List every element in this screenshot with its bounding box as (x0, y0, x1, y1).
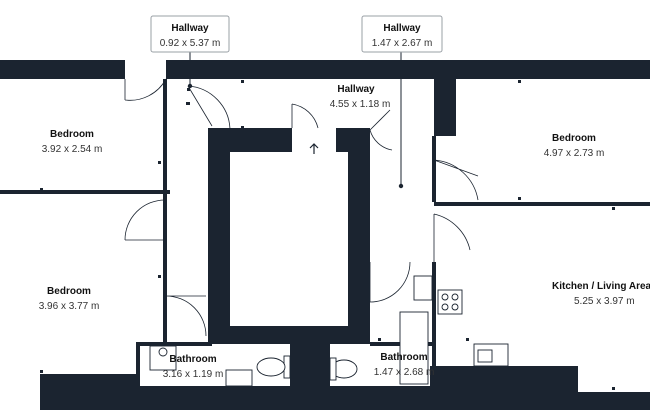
fixtures (149, 275, 509, 387)
sensor-mark-4 (241, 126, 244, 129)
bath1-tray (225, 369, 253, 387)
room-dims: 1.47 x 2.68 m (374, 367, 435, 378)
annotations (40, 80, 615, 390)
sensor-mark-1 (187, 88, 190, 91)
sensor-mark-6 (518, 197, 521, 200)
door-hall-b (369, 109, 393, 151)
room-dims: 3.92 x 2.54 m (42, 144, 103, 155)
room-label-bathroom-1: Bathroom 3.16 x 1.19 m (163, 354, 224, 380)
room-name: Hallway (337, 84, 375, 95)
door-kitchen (433, 213, 471, 262)
door-bedroom3 (124, 199, 166, 241)
kitchen-hob-ring-4 (451, 303, 459, 311)
room-label-bathroom-2: Bathroom 1.47 x 2.68 m (374, 352, 435, 378)
callout-hallway-b: Hallway 1.47 x 2.67 m (361, 15, 443, 189)
room-name: Hallway (171, 23, 209, 34)
room-name: Bathroom (169, 354, 216, 365)
bath1-sink-bowl (158, 347, 168, 357)
sensor-mark-8 (612, 387, 615, 390)
partition-bath1-top (140, 342, 212, 346)
partition-bed2-kitchen (434, 202, 650, 206)
sensor-mark-3 (241, 80, 244, 83)
room-label-bedroom-3: Bedroom 3.96 x 3.77 m (39, 286, 100, 312)
room-dims: 0.92 x 5.37 m (160, 38, 221, 49)
room-name: Bedroom (552, 133, 596, 144)
partition-kitchen-hall (432, 262, 436, 366)
wall-top-left (0, 60, 125, 79)
sensor-mark-9 (40, 370, 43, 373)
wall-right-hall-post (434, 79, 456, 136)
door-bath1 (165, 295, 207, 337)
wall-top-mid (166, 60, 434, 79)
room-label-bedroom-1: Bedroom 3.92 x 2.54 m (42, 129, 103, 155)
partition-bed2-hall (432, 136, 436, 202)
room-name: Hallway (383, 23, 421, 34)
room-dims: 4.97 x 2.73 m (544, 148, 605, 159)
sensor-mark-13 (378, 338, 381, 341)
doors (124, 78, 479, 337)
room-dims: 3.96 x 3.77 m (39, 301, 100, 312)
door-bedroom2 (433, 159, 479, 201)
core-top-left (208, 128, 292, 152)
wall-bottom-kitchen-left (430, 366, 578, 410)
callout-box-b (361, 15, 443, 53)
room-name: Bedroom (50, 129, 94, 140)
room-dims: 1.47 x 2.67 m (372, 38, 433, 49)
core-bottom (208, 326, 370, 344)
bath2-shower (399, 311, 429, 385)
sensor-mark-5 (518, 80, 521, 83)
core-left (208, 152, 230, 344)
partition-bed1-bed3 (0, 190, 170, 194)
room-name: Bedroom (47, 286, 91, 297)
core-right (348, 152, 370, 344)
door-core (291, 103, 319, 129)
room-dims: 5.25 x 3.97 m (574, 296, 635, 307)
door-hall-top (187, 85, 231, 131)
sensor-mark-11 (158, 161, 161, 164)
kitchen-sink-bowl (477, 349, 493, 363)
bath2-cistern (329, 357, 337, 381)
wall-bottom-kitchen-right (578, 392, 650, 410)
room-label-kitchen: Kitchen / Living Area 5.25 x 3.97 m (552, 281, 650, 307)
sensor-mark-14 (466, 338, 469, 341)
sensor-mark-12 (158, 275, 161, 278)
wall-bottom-left (40, 374, 140, 410)
callout-hallway-a: Hallway 0.92 x 5.37 m (150, 15, 230, 89)
sensor-mark-10 (40, 188, 43, 191)
entry-arrow (309, 143, 319, 154)
wall-bottom-bath1 (140, 386, 290, 410)
room-name: Bathroom (380, 352, 427, 363)
partition-bath1-left (136, 342, 140, 386)
room-name: Kitchen / Living Area (552, 281, 650, 292)
callout-dot-a (187, 83, 193, 89)
kitchen-hob-ring-2 (451, 293, 459, 301)
partition-bed3-hall (163, 194, 167, 342)
sensor-mark-7 (612, 207, 615, 210)
bath1-toilet (256, 357, 286, 377)
bath2-washer (413, 275, 433, 301)
walls (0, 60, 650, 410)
room-dims: 3.16 x 1.19 m (163, 369, 224, 380)
kitchen-hob-ring-3 (441, 303, 449, 311)
partition-bed1-hall (163, 79, 167, 192)
room-label-hallway-c: Hallway 4.55 x 1.18 m (330, 84, 391, 110)
callout-box-a (150, 15, 230, 53)
room-label-bedroom-2: Bedroom 4.97 x 2.73 m (544, 133, 605, 159)
core-top-right (336, 128, 370, 152)
kitchen-hob-ring-1 (441, 293, 449, 301)
door-bath2 (369, 261, 411, 303)
door-bedroom1 (124, 78, 167, 101)
wall-bottom-bath2 (330, 386, 430, 410)
kitchen-hob (437, 289, 463, 315)
wall-top-right (434, 60, 650, 79)
callout-dot-b (398, 183, 404, 189)
wall-bottom-duct (290, 344, 330, 410)
sensor-mark-2 (186, 102, 190, 105)
room-dims: 4.55 x 1.18 m (330, 99, 391, 110)
